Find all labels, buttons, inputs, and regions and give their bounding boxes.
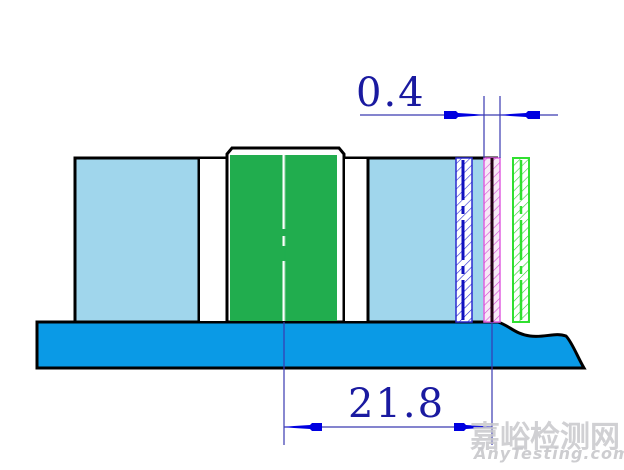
watermark-chinese: 嘉峪检测网 xyxy=(470,420,620,455)
center-block xyxy=(225,146,346,324)
dimension-0.4 xyxy=(360,96,558,158)
dimension-label-gap: 0.4 xyxy=(356,70,426,116)
arrow-right-icon xyxy=(454,423,492,431)
arrow-right-icon xyxy=(444,111,484,119)
right-block xyxy=(366,156,494,324)
dimension-21.8 xyxy=(283,322,493,445)
dimension-label-width: 21.8 xyxy=(348,381,446,427)
green-hatched-layer xyxy=(512,157,530,323)
left-gap xyxy=(198,157,228,323)
base-plate xyxy=(35,320,587,370)
magenta-hatched-layer xyxy=(483,157,501,323)
arrow-left-icon xyxy=(500,111,540,119)
left-block xyxy=(73,156,201,324)
watermark-english: AnyTesting.com xyxy=(474,444,624,463)
right-gap xyxy=(343,157,369,323)
blue-hatched-layer xyxy=(455,157,473,323)
arrow-left-icon xyxy=(284,423,322,431)
